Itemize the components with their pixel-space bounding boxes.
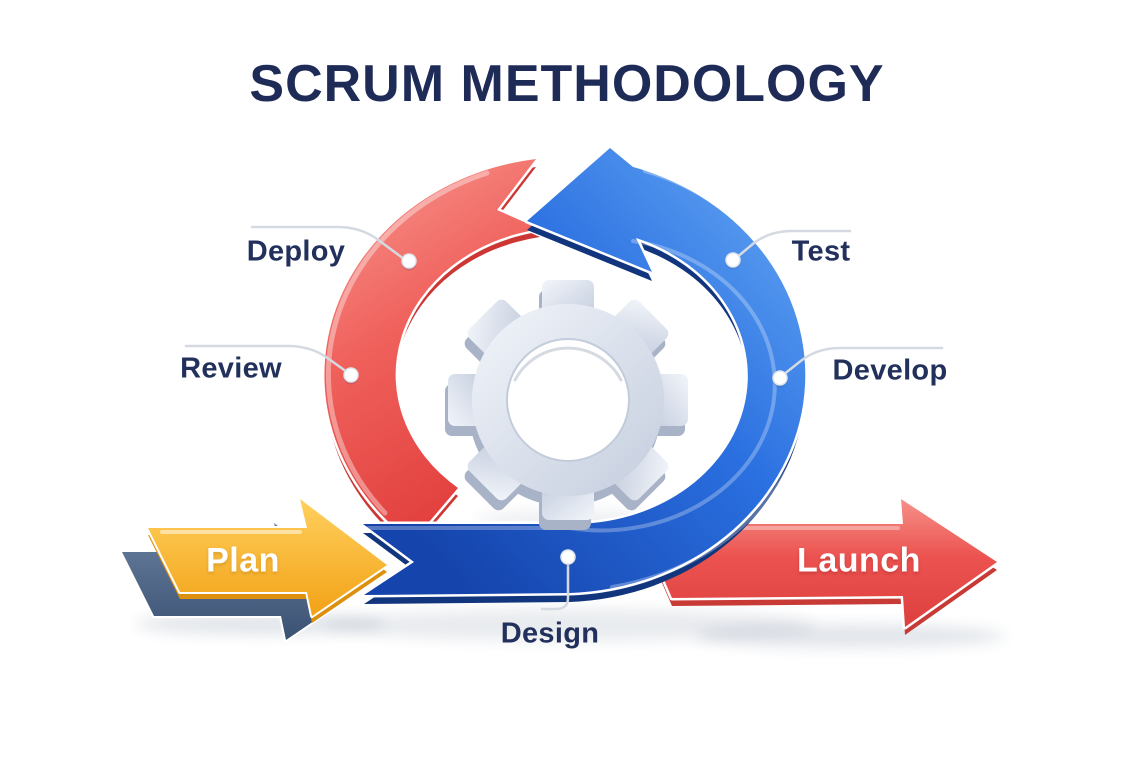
plan-arrow-label: Plan xyxy=(206,541,280,580)
develop-connector-line xyxy=(781,346,944,377)
design-connector-dot xyxy=(560,549,576,565)
connector-dots xyxy=(343,252,788,567)
test-connector-dot xyxy=(725,252,741,268)
design-connector-line xyxy=(540,558,570,611)
red-cycle-arrow xyxy=(324,159,540,550)
deploy-connector-dot xyxy=(401,253,417,269)
develop-connector-dot xyxy=(772,370,788,386)
blue-cycle-arrow xyxy=(363,148,814,604)
connector-lines xyxy=(184,225,944,611)
deploy-connector-line xyxy=(250,225,406,261)
plan-arrow xyxy=(146,497,389,623)
gear-icon xyxy=(445,280,688,530)
cycle-label-deploy: Deploy xyxy=(246,235,346,268)
test-connector-line xyxy=(734,229,852,260)
page-title: SCRUM METHODOLOGY xyxy=(249,55,885,113)
cycle-label-design: Design xyxy=(500,617,600,650)
review-connector-dot xyxy=(343,367,359,383)
cycle-label-develop: Develop xyxy=(832,354,948,387)
cycle-label-review: Review xyxy=(180,352,282,385)
launch-arrow-label: Launch xyxy=(797,541,921,580)
review-connector-line xyxy=(184,344,349,374)
cycle-label-test: Test xyxy=(791,235,851,268)
